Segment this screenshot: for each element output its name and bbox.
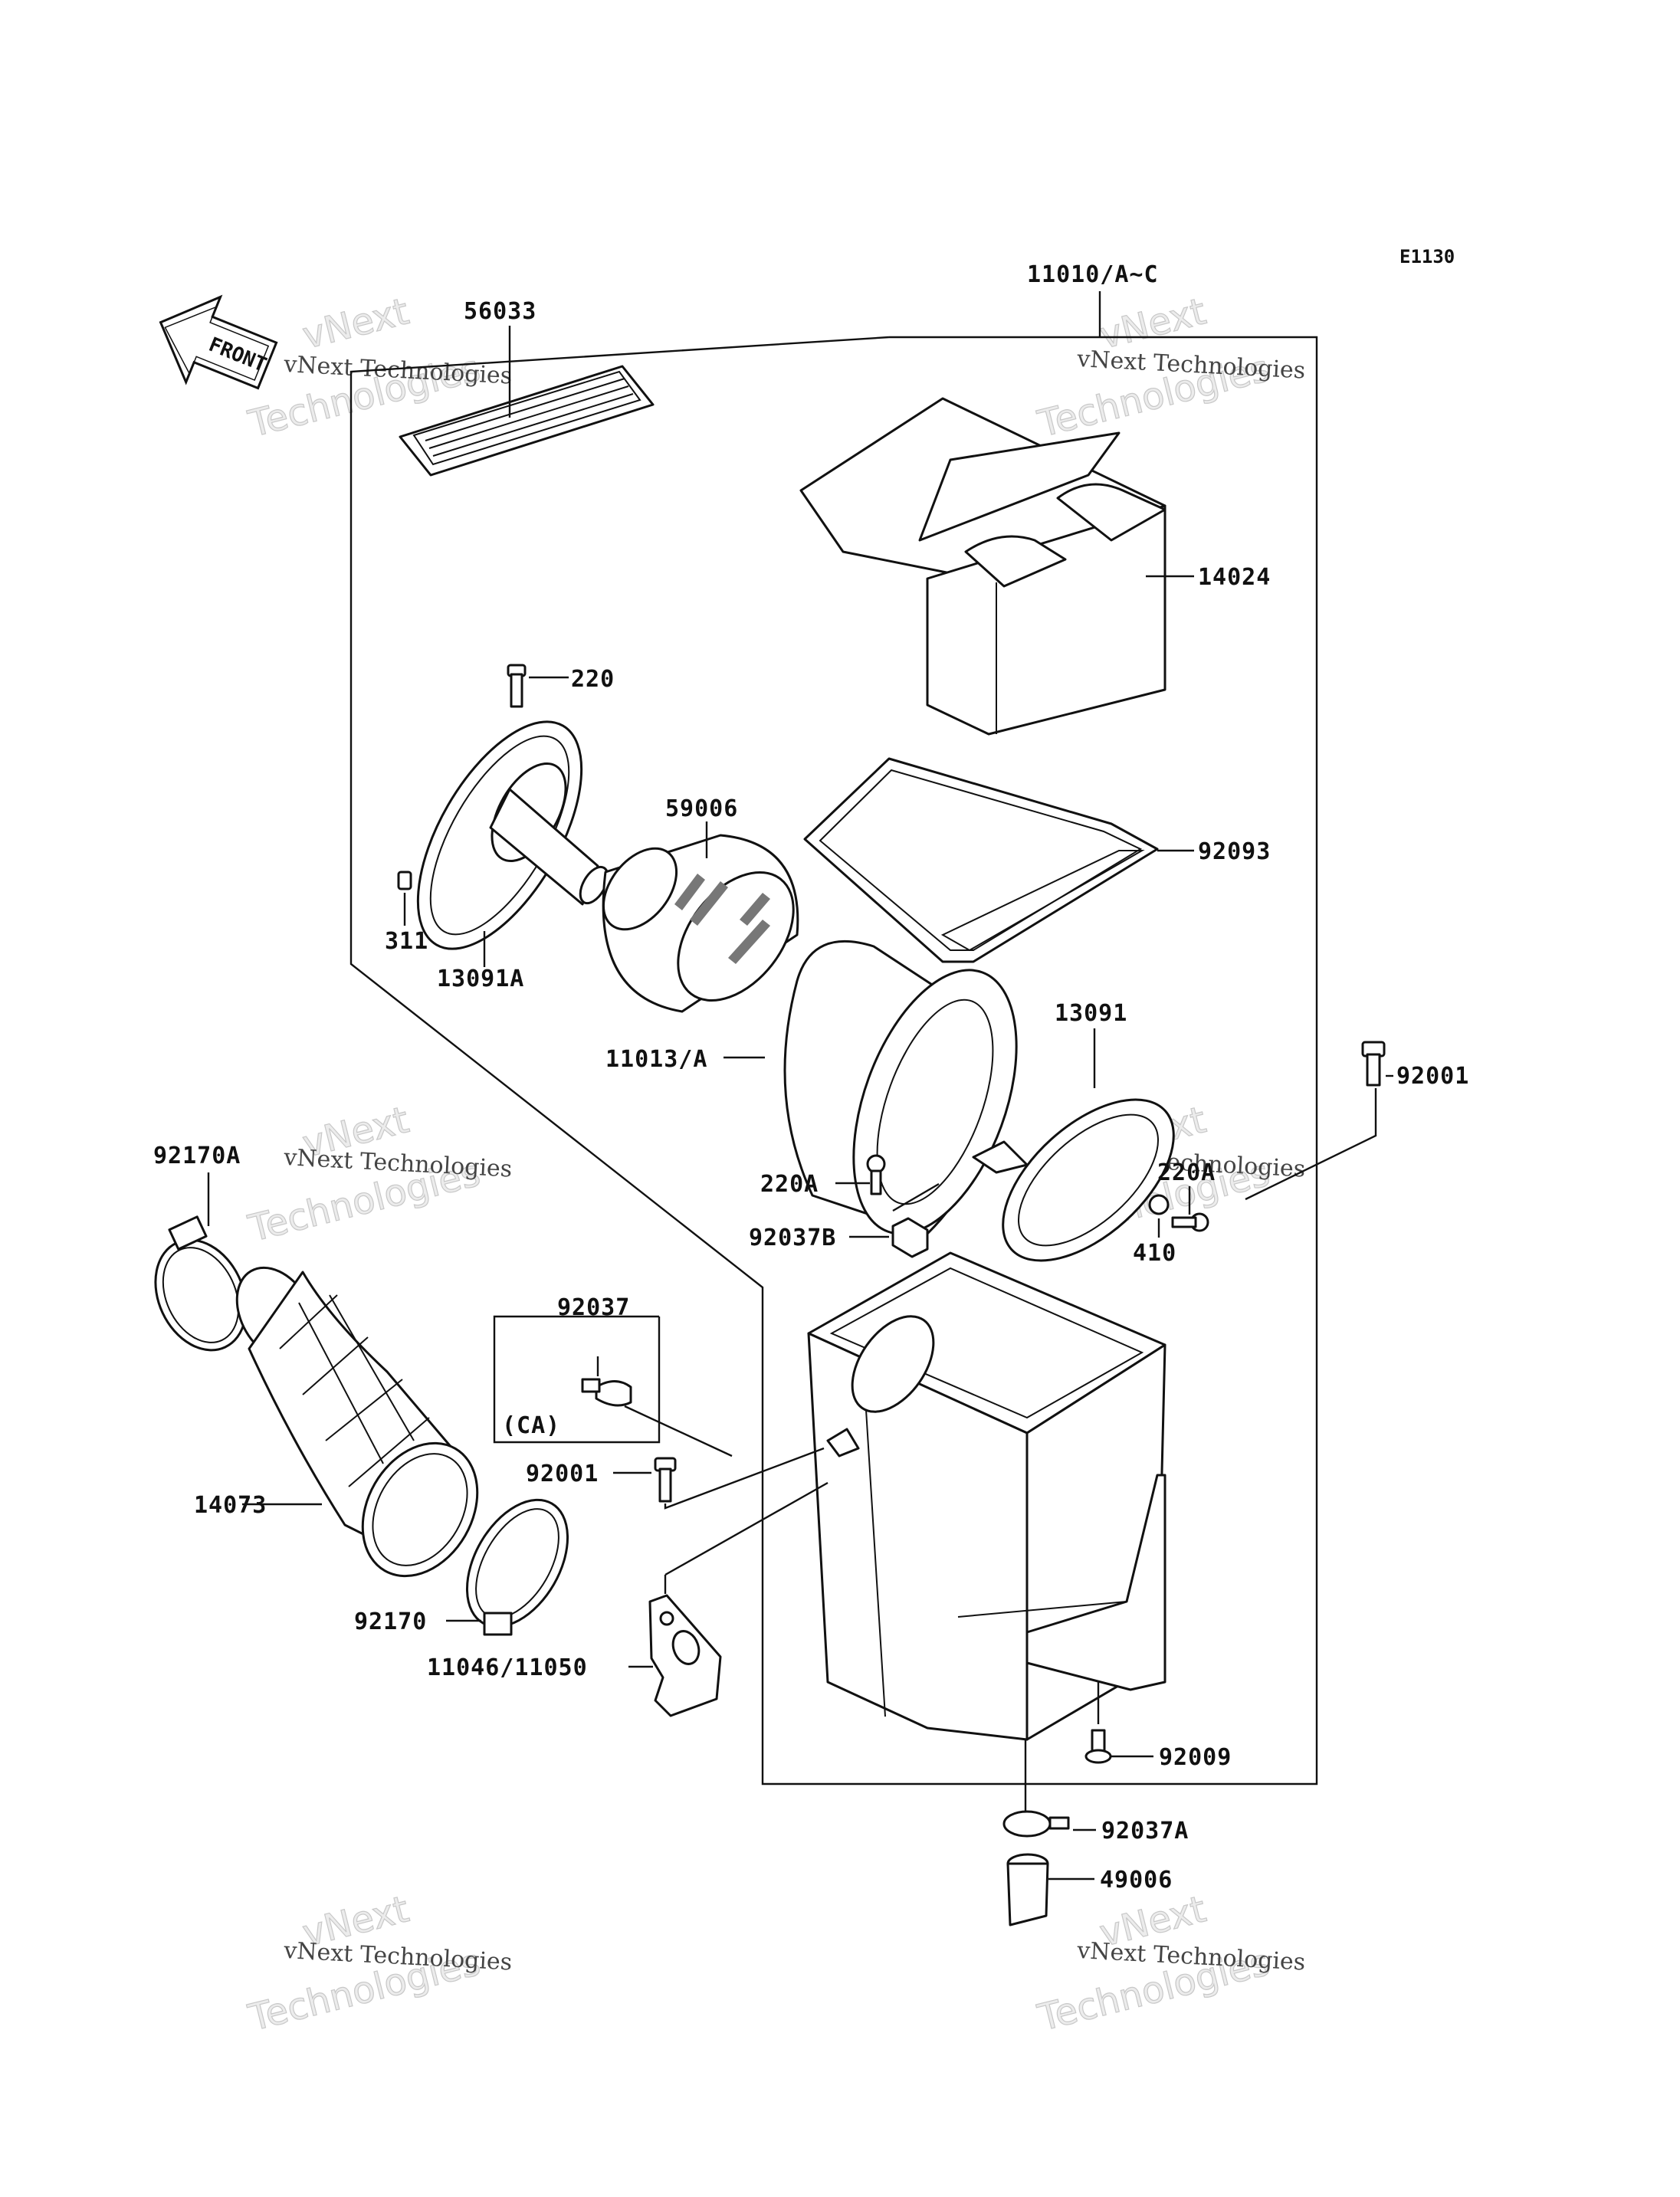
assembly-outline xyxy=(349,336,1318,1785)
inset-ca xyxy=(493,1315,733,1458)
label-13091: 13091 xyxy=(1055,1000,1127,1027)
part-92093-gasket xyxy=(803,757,1194,963)
label-14024: 14024 xyxy=(1198,564,1271,591)
part-220A-screw-left xyxy=(835,1154,886,1195)
part-92001-bolt-left xyxy=(613,1447,825,1510)
label-92001-left: 92001 xyxy=(526,1461,599,1487)
part-11046-bracket xyxy=(628,1481,829,1717)
part-14024-upper-case xyxy=(799,397,1194,736)
part-92009-bolt xyxy=(1084,1682,1153,1764)
label-92001-right: 92001 xyxy=(1396,1063,1469,1090)
label-410: 410 xyxy=(1133,1240,1176,1267)
label-220: 220 xyxy=(571,666,615,693)
part-56033-plate xyxy=(399,326,655,477)
part-13091-cover xyxy=(972,1028,1175,1262)
part-14073-duct xyxy=(235,1266,479,1578)
label-11013: 11013/A xyxy=(605,1046,707,1073)
watermark-top-right: vNext Technologies vNext Technologies xyxy=(1033,290,1306,447)
part-92037B-clip xyxy=(849,1182,940,1258)
label-311: 311 xyxy=(385,928,428,955)
part-220A-screw-right xyxy=(1171,1186,1209,1232)
part-311-pin xyxy=(397,871,412,926)
watermark-vnext: vNext xyxy=(298,290,413,357)
label-14073: 14073 xyxy=(194,1492,267,1519)
part-92001-bolt-right xyxy=(1245,1041,1393,1201)
part-92170A-clamp xyxy=(154,1172,248,1352)
part-92170-clamp xyxy=(446,1498,569,1636)
label-56033: 56033 xyxy=(464,298,536,325)
label-92009: 92009 xyxy=(1159,1744,1232,1771)
part-220-bolt xyxy=(507,664,569,708)
part-92037A-clamp xyxy=(1002,1740,1096,1838)
part-49006-plug xyxy=(1006,1853,1094,1926)
label-92037B: 92037B xyxy=(749,1225,836,1251)
label-92037A: 92037A xyxy=(1101,1818,1189,1844)
part-11013-element xyxy=(724,939,1018,1235)
front-arrow-icon: FRONT xyxy=(159,294,278,390)
label-ca: (CA) xyxy=(502,1412,560,1439)
watermark-bottom-left: vNext Technologies vNext Technologies xyxy=(244,1887,513,2041)
label-92093: 92093 xyxy=(1198,838,1271,865)
label-49006: 49006 xyxy=(1100,1867,1173,1894)
label-92037: 92037 xyxy=(557,1294,630,1321)
label-220A-right: 220A xyxy=(1157,1159,1216,1186)
part-air-box-case xyxy=(807,1251,1166,1741)
part-59006-filter xyxy=(602,821,799,1013)
label-11010: 11010/A~C xyxy=(1027,261,1159,288)
part-13091A-cover xyxy=(416,720,609,967)
label-220A-left: 220A xyxy=(760,1171,819,1198)
label-92170A: 92170A xyxy=(153,1143,241,1169)
watermark-mid-left: vNext Technologies vNext Technologies xyxy=(244,1098,513,1251)
label-92170: 92170 xyxy=(354,1608,427,1635)
diagram-code: E1130 xyxy=(1399,246,1455,267)
label-13091A: 13091A xyxy=(437,966,524,992)
label-11046: 11046/11050 xyxy=(427,1654,588,1681)
label-59006: 59006 xyxy=(665,795,738,822)
part-410-nut xyxy=(1148,1194,1170,1238)
watermark-bottom-right: vNext Technologies vNext Technologies xyxy=(1033,1887,1306,2041)
